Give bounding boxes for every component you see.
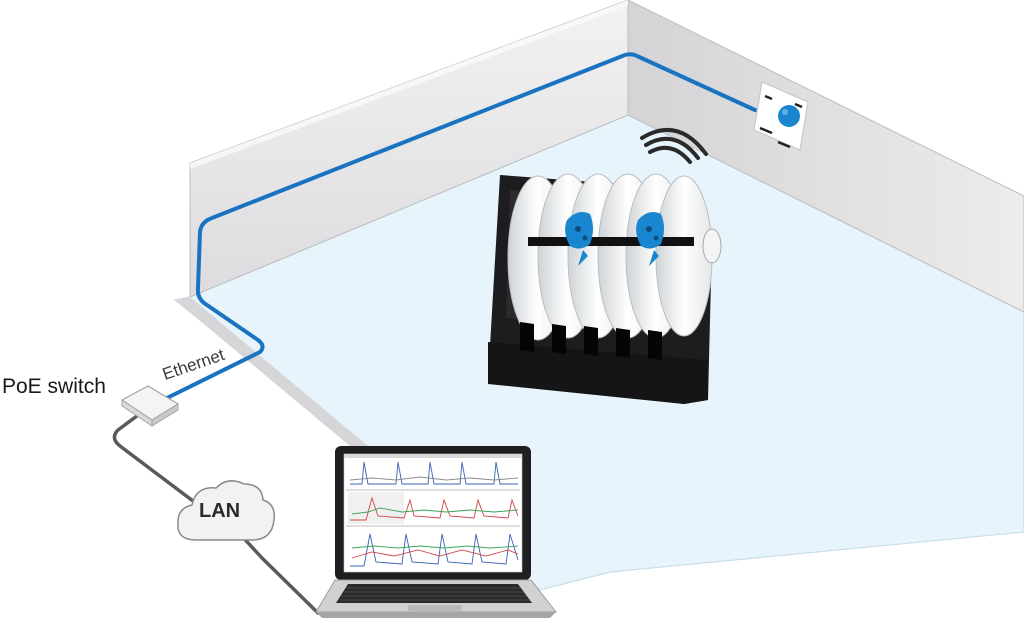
network-switch-icon: [120, 385, 180, 427]
wifi-signal-icon: [640, 128, 708, 164]
back-wall-right: [627, 0, 1024, 313]
wall-top-edge-left: [190, 0, 628, 169]
laptop-trackpad: [408, 605, 462, 611]
laptop-keyboard: [336, 584, 532, 603]
cloud-icon: [177, 480, 276, 541]
laptop-icon: [315, 446, 558, 618]
poe-switch-label: PoE switch: [2, 375, 106, 398]
blue-device-left: [565, 212, 593, 266]
rack-side-knob: [702, 228, 722, 264]
device-rack: [488, 173, 722, 404]
ethernet-cable: [165, 52, 757, 400]
disc-stack: [507, 173, 713, 341]
rack-rod: [528, 237, 694, 246]
rack-slots: [520, 322, 662, 360]
laptop-key-rows: [339, 587, 530, 601]
screen-plots: [346, 461, 520, 567]
lan-label: LAN: [199, 500, 241, 522]
ceiling-sensor-icon: [753, 81, 809, 151]
blue-device-right: [636, 212, 664, 266]
